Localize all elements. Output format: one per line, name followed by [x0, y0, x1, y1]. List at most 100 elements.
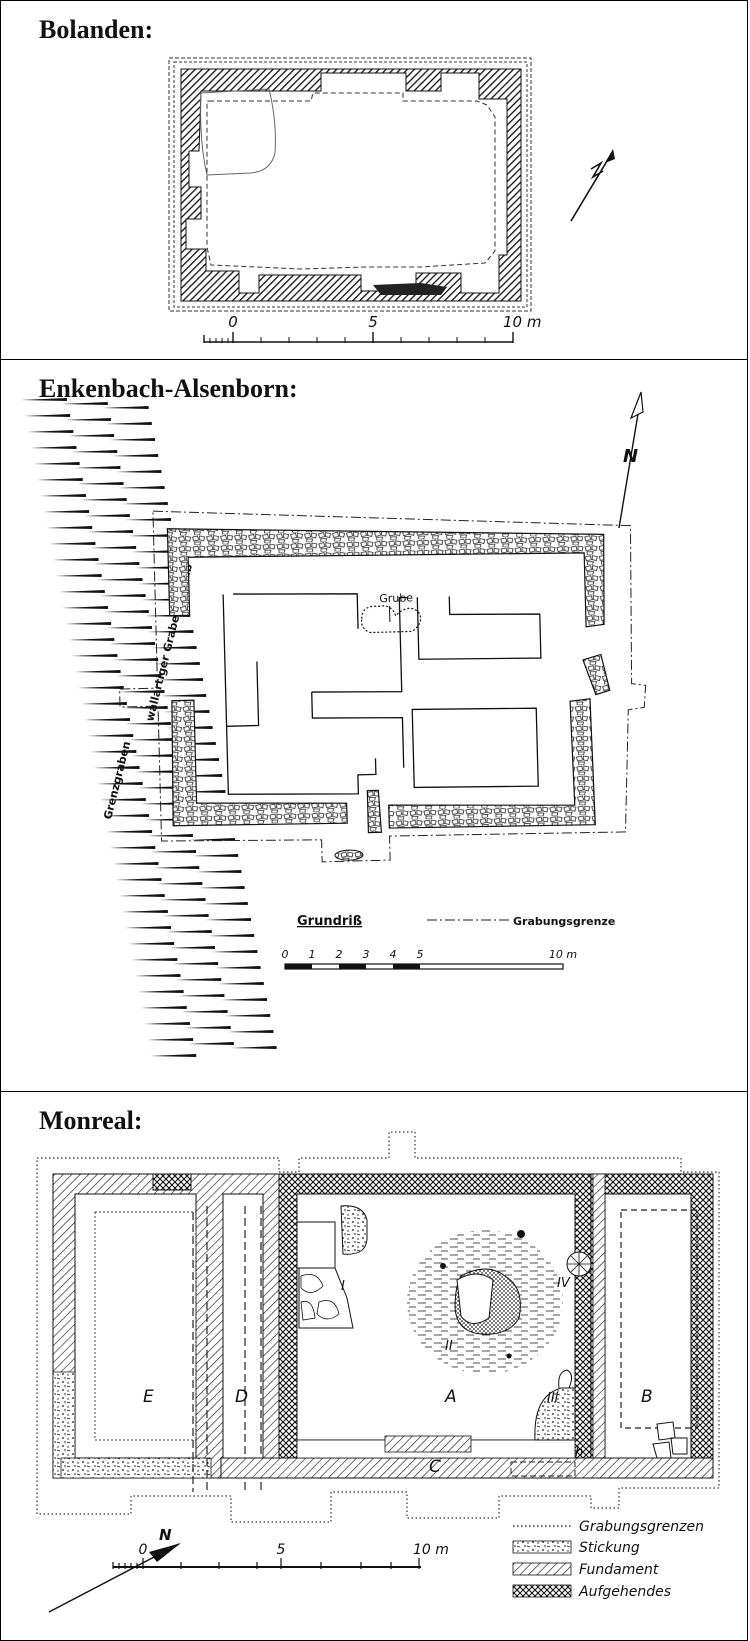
ditch-hachure	[128, 534, 175, 537]
east-stones	[582, 653, 611, 696]
west-stickung	[60, 1457, 212, 1479]
ditch-hachure	[36, 478, 83, 481]
wall-ring	[180, 68, 522, 302]
excavation-limit-label: Grabungsgrenze	[513, 915, 615, 928]
room-label: B	[641, 1387, 653, 1407]
scale-tick-label: 5	[368, 313, 378, 331]
ditch-hachure	[195, 870, 242, 873]
wall-west	[171, 699, 348, 827]
ditch-hachure	[55, 574, 102, 577]
ditch-hachure	[189, 838, 235, 841]
ditch-hachure	[115, 470, 162, 473]
ditch-hachure	[168, 946, 215, 949]
ditch-hachure	[96, 782, 143, 785]
ditch-hachure	[106, 830, 153, 833]
bolanden-plan: 0 5 10 m	[168, 57, 615, 343]
ditch-hachure	[125, 926, 171, 929]
ditch-hachure	[102, 406, 149, 409]
ditch-hachure	[147, 1038, 194, 1041]
ditch-hachure	[162, 914, 209, 917]
panel-monreal: Monreal:	[0, 1091, 748, 1641]
ditch-hachure	[159, 898, 206, 901]
ditch-hachure	[80, 498, 127, 501]
ditch-hachure	[68, 434, 115, 437]
top-dark-block	[152, 1173, 192, 1191]
ditch-hachure	[131, 550, 178, 553]
ditch-hachure	[21, 398, 67, 401]
ditch-hachure	[128, 942, 175, 945]
ditch-hachure	[121, 706, 168, 709]
ditch-hachure	[109, 846, 156, 849]
excavation-limit	[36, 1131, 720, 1523]
ditch-hachure	[131, 958, 178, 961]
ditch-hachure	[115, 674, 162, 677]
feature-label: III	[547, 1391, 559, 1406]
ditch-hachure	[102, 814, 149, 817]
ditch-hachure	[112, 454, 159, 457]
panel-bolanden: Bolanden:	[0, 0, 748, 360]
ditch-hachure	[87, 734, 134, 737]
ditch-hachure	[121, 910, 168, 913]
ditch-hachure	[147, 630, 194, 633]
ditch-hachure	[214, 966, 261, 969]
ditch-hachure	[153, 662, 200, 665]
feature-iii	[534, 1387, 576, 1441]
ditch-hachure	[46, 526, 93, 529]
ditch-hachure	[143, 1022, 190, 1025]
ditch-hachure	[156, 882, 203, 885]
inner-room-outline	[206, 92, 496, 270]
ditch-hachure	[146, 834, 193, 837]
feature-iii-hook	[558, 1369, 573, 1389]
ditch-hachure	[134, 974, 181, 977]
ditch-hachure	[112, 658, 159, 661]
scale-bar: 0 5 10 m	[112, 1542, 449, 1569]
room-label: D	[235, 1387, 248, 1407]
ditch-hachure	[198, 886, 245, 889]
scale-tick-label: 0	[282, 948, 289, 961]
ditch-hachure	[131, 754, 178, 757]
ditch-hachure	[49, 542, 96, 545]
legend-swatch-aufgehendes	[512, 1584, 572, 1598]
ditch-hachure	[205, 918, 251, 921]
legend-label: Stickung	[579, 1540, 640, 1556]
panel-title: Monreal:	[39, 1106, 143, 1135]
feature-ii	[407, 1230, 563, 1374]
ditch-hachure	[127, 738, 174, 741]
disturbance	[200, 88, 276, 176]
ditch-hachure	[74, 670, 121, 673]
scale-tick-label: 0	[228, 313, 238, 331]
ditch-hachure	[160, 694, 207, 697]
ditch-hachure	[181, 1010, 228, 1013]
interior-outlines	[222, 593, 542, 795]
scale-tick-label: 5	[277, 1542, 286, 1558]
scale-tick-label: 2	[336, 948, 343, 961]
ditch-hachure	[221, 998, 267, 1001]
ditch-hachure	[83, 514, 130, 517]
east-aufgehendes	[590, 1173, 714, 1479]
ditch-hachure	[68, 638, 115, 641]
scale-tick-label: 3	[363, 948, 370, 961]
gallery-dashed	[510, 1461, 576, 1477]
scale-bar: 0 1 2 3 4 5 10 m	[282, 948, 577, 970]
ditch-hachure	[178, 994, 225, 997]
ditch-hachure	[211, 950, 258, 953]
gate-stones	[366, 789, 383, 834]
ditch-hachure	[43, 510, 90, 513]
excavation-limit	[119, 510, 647, 863]
ditch-hachure	[187, 1042, 234, 1045]
ditch-hachure	[201, 902, 248, 905]
ditch-hachure	[93, 562, 140, 565]
ditch-hachure	[105, 422, 152, 425]
ditch-hachure	[192, 854, 239, 857]
ditch-hachure	[71, 654, 118, 657]
ditch-hachure	[105, 626, 152, 629]
scale-tick-label: 4	[390, 948, 397, 961]
rubble-patch	[373, 283, 447, 295]
feature-label: h	[575, 1445, 583, 1460]
wall-south	[388, 698, 596, 829]
ditch-hachure	[224, 1014, 271, 1017]
ditch-hachure	[230, 1046, 277, 1049]
ditch-hachure	[112, 862, 159, 865]
legend-swatch-stickung	[512, 1540, 572, 1554]
ditch-hachure	[150, 850, 197, 853]
